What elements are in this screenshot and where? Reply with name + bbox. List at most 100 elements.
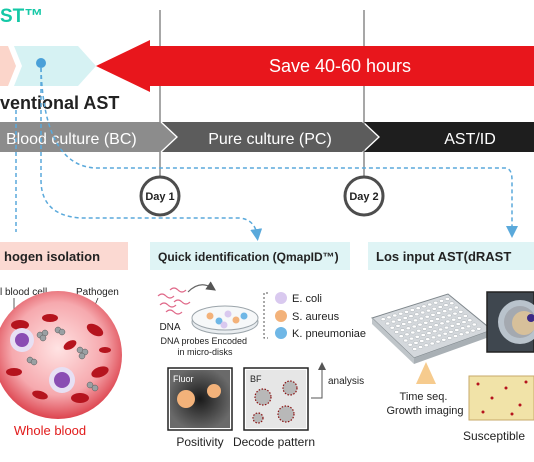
susceptible-label: Susceptible — [463, 429, 525, 443]
species-kpneumoniae: K. pneumoniae — [292, 328, 366, 340]
plate-well — [433, 323, 439, 327]
plate-well — [418, 316, 424, 321]
plate-well — [429, 341, 435, 346]
day1-label: Day 1 — [145, 191, 174, 203]
species-disk-saureus — [275, 310, 287, 322]
plate-well — [464, 330, 470, 335]
plate-well — [427, 302, 433, 307]
plate-well — [426, 331, 432, 335]
plate-well — [432, 329, 438, 333]
whole-blood-caption: Whole blood — [14, 423, 86, 438]
plate-well — [439, 299, 444, 303]
plate-well — [391, 319, 396, 324]
plate-well — [435, 339, 441, 344]
plate-well — [420, 310, 426, 315]
bf-label: BF — [250, 374, 262, 384]
pathogen-clusters — [26, 326, 99, 392]
plate-well — [401, 322, 407, 326]
petri-dish-rim — [191, 305, 259, 331]
plate-well — [398, 334, 404, 338]
plate-well — [400, 328, 405, 332]
pathogen-label: Pathogen — [76, 287, 119, 298]
red-blood-cells — [6, 314, 111, 403]
dras-blue-segment — [14, 46, 96, 86]
plate-well — [449, 301, 455, 305]
fluor-label: Fluor — [173, 374, 194, 384]
plate-well — [392, 313, 398, 318]
plate-well — [420, 333, 426, 337]
plate-well — [412, 347, 418, 351]
plate-well — [416, 329, 422, 333]
plate-well — [440, 315, 446, 319]
stage-label-pc: Pure culture (PC) — [208, 131, 332, 148]
positivity-label: Positivity — [176, 435, 223, 449]
plate-well — [435, 317, 440, 321]
dna-strands — [157, 287, 191, 315]
plate-well — [448, 307, 453, 312]
plate-well — [443, 303, 449, 307]
day1-circle — [139, 175, 181, 217]
plate-well — [423, 343, 429, 347]
conventional-ast-label: ventional AST — [0, 93, 119, 113]
plate-well — [413, 318, 418, 323]
plate-well — [441, 338, 447, 342]
plate-well — [447, 336, 453, 340]
micro-disks — [206, 310, 248, 329]
white-blood-cell-nucleus — [54, 372, 70, 388]
plate-well — [402, 316, 408, 320]
plate-well — [404, 332, 410, 337]
plate-well — [407, 343, 413, 347]
plate-well — [476, 327, 482, 331]
plate-well — [436, 311, 442, 315]
plate-well — [439, 321, 445, 326]
plate-well — [389, 326, 395, 330]
plate-well — [442, 309, 448, 313]
plate-well — [457, 316, 462, 320]
plate-well — [409, 336, 414, 341]
plate-well — [470, 328, 476, 333]
plate-well — [467, 318, 473, 322]
plate-well — [425, 337, 431, 341]
plate-well — [458, 332, 464, 336]
plate-well — [426, 308, 431, 313]
plate-well — [436, 333, 442, 338]
id-header-title: Quick identification (QmapID™) — [158, 250, 339, 264]
id-header-bg — [150, 242, 350, 270]
plate-well — [438, 327, 444, 332]
species-disk-kpneumoniae — [275, 327, 287, 339]
dras-label: ST™ — [0, 6, 43, 27]
fluor-disk — [207, 384, 221, 398]
ast-header-title: Los input AST(dRAST — [376, 249, 511, 264]
dras-start-dot — [36, 58, 46, 68]
plate-well — [405, 326, 411, 330]
dna-to-dish-arrow — [187, 281, 216, 293]
plate-well — [421, 304, 427, 309]
plate-well — [471, 322, 477, 327]
stage-label-ast: AST/ID — [444, 131, 496, 148]
plate-well — [423, 321, 429, 325]
save-banner-text: Save 40-60 hours — [269, 56, 411, 76]
plate-well — [458, 310, 464, 314]
plate-well — [429, 319, 435, 323]
day2-circle — [343, 175, 385, 217]
plate-well — [394, 330, 400, 334]
decode-pattern-label: Decode pattern — [233, 435, 315, 449]
plate-well — [396, 318, 402, 322]
plate-well — [407, 320, 413, 324]
plate-well — [444, 297, 450, 301]
stage-blood-culture — [0, 122, 176, 152]
plate-well — [448, 330, 454, 334]
plate-well — [409, 308, 415, 312]
plate-well — [395, 324, 401, 328]
plate-well — [386, 315, 392, 320]
plate-well — [446, 313, 452, 318]
stage-label-bc: Blood culture (BC) — [6, 131, 137, 148]
whole-blood-drop — [0, 291, 122, 419]
plate-well — [461, 320, 467, 324]
plate-well — [431, 307, 437, 311]
white-blood-cell-nucleus — [15, 333, 29, 347]
save-banner-arrow — [96, 40, 534, 92]
plate-well — [380, 317, 386, 321]
plate-well — [404, 310, 409, 314]
ast-header-bg — [368, 242, 534, 270]
